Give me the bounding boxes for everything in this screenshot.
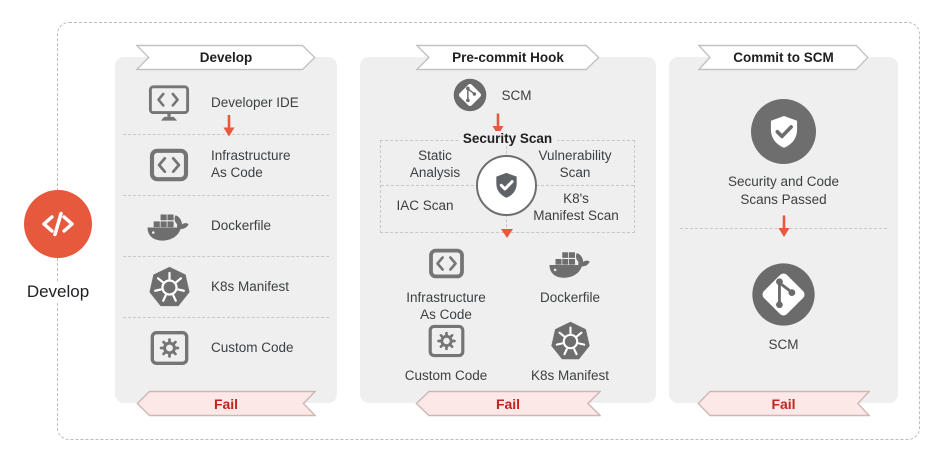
stage-banner-label: Develop [199,50,253,65]
develop-node: Develop [22,190,94,302]
artifact-label: Infrastructure As Code [406,290,486,322]
panel-precommit-hook: Pre-commit Hook SCM Security Scan Static… [360,44,656,417]
item-label: Custom Code [211,339,294,355]
fail-banner-label: Fail [771,395,796,412]
quadrant-k8s-manifest-scan: K8's Manifest Scan [533,191,619,223]
code-window-icon [386,241,506,285]
stage-banner-label: Pre-commit Hook [452,50,564,65]
item-label: Dockerfile [211,217,272,233]
down-arrowhead-icon [501,229,513,238]
code-window-icon [143,148,195,182]
artifact-label: Dockerfile [539,290,601,305]
scans-passed-label: Security and Code Scans Passed [727,174,840,207]
down-arrow-icon [222,113,236,143]
quadrant-static-analysis: Static Analysis [409,148,461,180]
list-item-dockerfile: Dockerfile [123,195,329,256]
quadrant-vulnerability-scan: Vulnerability Scan [538,148,612,180]
stage-banner-develop: Develop [136,44,316,71]
stage-banner-commit: Commit to SCM [698,44,869,71]
panel-develop: Develop Developer IDE Infrastructure As … [115,44,337,417]
fail-banner-label: Fail [495,395,521,412]
gear-window-icon [386,319,506,363]
list-item-custom-code: Custom Code [123,317,329,378]
list-item-k8s-manifest: K8s Manifest [123,256,329,317]
code-brackets-icon [42,211,74,237]
fail-banner-label: Fail [213,395,239,412]
list-item-infrastructure-as-code: Infrastructure As Code [123,134,329,195]
list-item-developer-ide: Developer IDE [123,73,329,134]
fail-banner-commit: Fail [697,390,870,417]
shield-check-circle-icon [751,99,816,164]
stage-banner-label: Commit to SCM [733,50,834,65]
item-label: K8s Manifest [211,278,290,294]
kubernetes-icon [143,265,195,310]
item-label: Developer IDE [211,95,299,111]
develop-node-label: Develop [22,282,94,302]
artifact-custom-code: Custom Code [386,319,506,385]
item-label: Infrastructure As Code [211,148,291,180]
quadrant-iac-scan: IAC Scan [396,198,454,213]
fail-banner-develop: Fail [136,390,316,417]
docker-whale-icon [143,208,195,244]
git-circle-icon [452,78,487,112]
kubernetes-icon [510,319,630,363]
develop-item-list: Developer IDE Infrastructure As Code Doc… [123,73,329,378]
stage-banner-precommit: Pre-commit Hook [416,44,600,71]
artifact-label: K8s Manifest [530,368,610,383]
monitor-code-icon [143,84,195,123]
fail-banner-precommit: Fail [415,390,601,417]
security-scan-title: Security Scan [457,131,558,146]
shield-check-icon [476,155,537,216]
artifact-dockerfile: Dockerfile [510,241,630,307]
gear-window-icon [143,330,195,366]
artifact-k8s-manifest: K8s Manifest [510,319,630,385]
panel-commit-to-scm: Commit to SCM Security and Code Scans Pa… [669,44,898,417]
scm-label: SCM [768,337,799,352]
artifact-infrastructure-as-code: Infrastructure As Code [386,241,506,324]
scm-node: SCM [344,78,640,112]
down-arrow-icon [777,213,791,244]
security-scan-box: Security Scan Static Analysis Vulnerabil… [380,131,635,238]
scm-node [750,261,817,328]
scm-label: SCM [501,87,532,103]
docker-whale-icon [510,241,630,285]
git-circle-icon [750,261,817,328]
artifact-label: Custom Code [404,368,488,383]
